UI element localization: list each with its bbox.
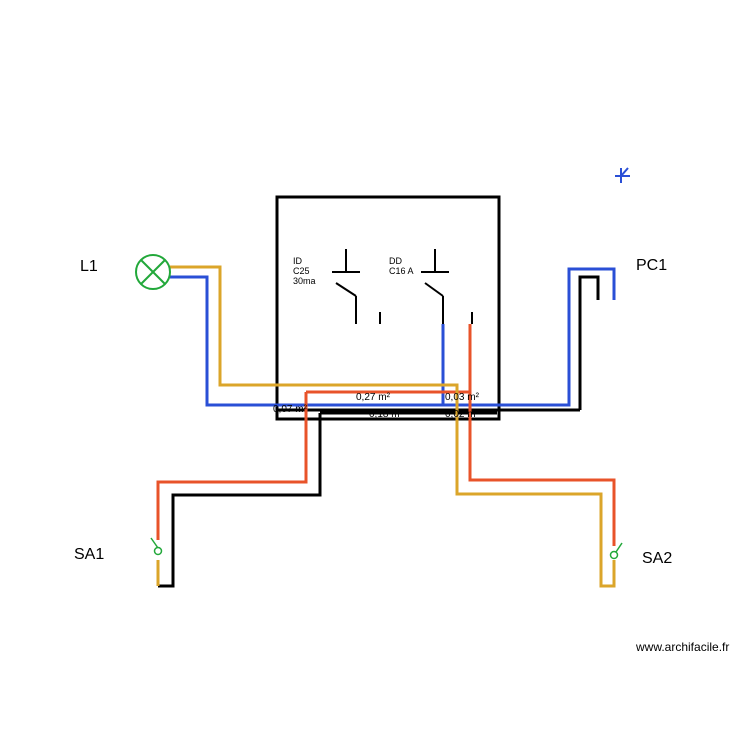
breaker-dd-label: DD C16 A xyxy=(389,256,414,276)
earth-wire-sa1 xyxy=(158,413,322,588)
phase-wire-sa2 xyxy=(468,324,616,546)
area-label-4: 0,18 m² xyxy=(369,409,403,420)
switch2-label: SA2 xyxy=(642,550,673,567)
area-label-3: 0,07 m² xyxy=(273,404,307,415)
breaker-dd-icon xyxy=(421,249,473,324)
switch-sa1-icon xyxy=(150,537,163,556)
lamp-icon xyxy=(135,254,171,290)
return-wire-lamp xyxy=(170,265,616,588)
switch1-label: SA1 xyxy=(74,546,105,563)
earth-wires xyxy=(158,275,600,588)
area-label-2: 0,03 m² xyxy=(445,392,479,403)
neutral-wire-lamp-socket xyxy=(170,267,616,407)
area-label-1: 0,27 m² xyxy=(356,392,390,403)
breaker-id-icon xyxy=(332,249,381,324)
switch-sa2-icon xyxy=(609,542,623,560)
lamp-label: L1 xyxy=(80,258,98,275)
area-label-5: 0,02 m² xyxy=(445,409,479,420)
cursor-marker-icon xyxy=(615,167,630,183)
phase-wires xyxy=(156,324,616,546)
socket-label: PC1 xyxy=(636,257,668,274)
earth-wire-socket xyxy=(578,275,600,410)
phase-wire-sa1 xyxy=(156,392,308,540)
watermark: www.archifacile.fr xyxy=(636,640,730,654)
breaker-id-label: ID C25 30ma xyxy=(293,256,316,286)
panel-box xyxy=(275,195,501,421)
return-wires xyxy=(156,265,616,588)
